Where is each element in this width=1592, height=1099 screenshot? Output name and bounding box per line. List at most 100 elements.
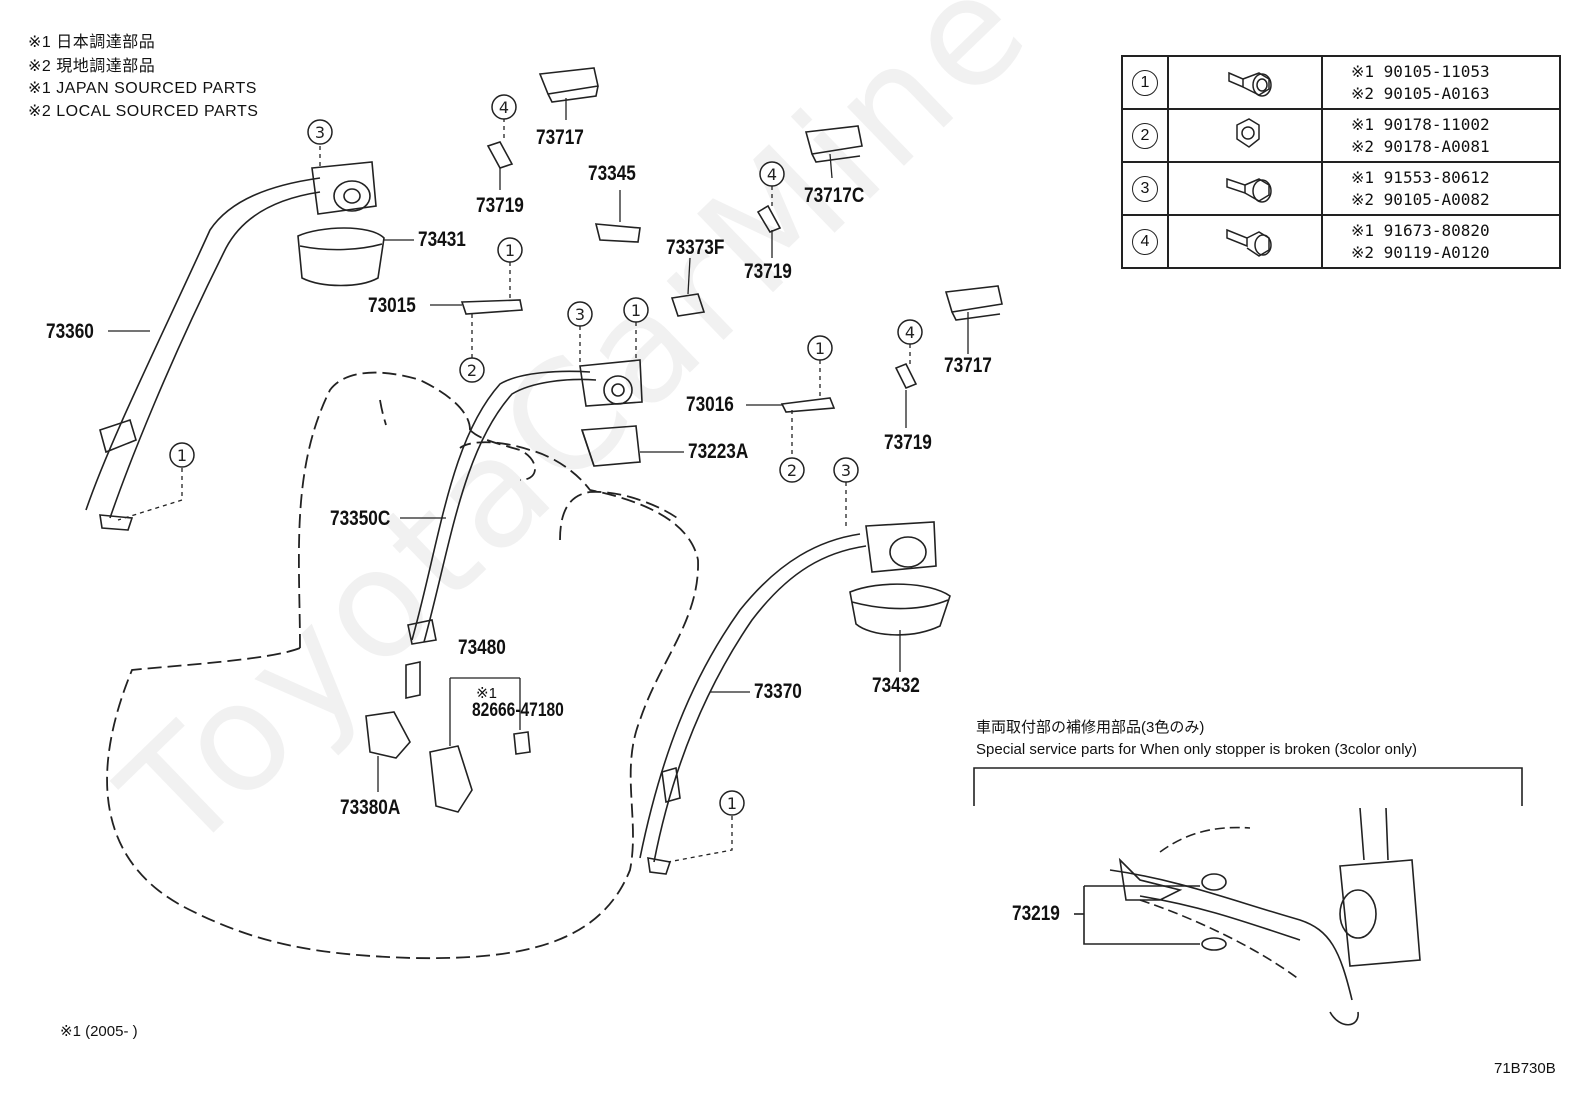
note-japan-en: ※1 JAPAN SOURCED PARTS (28, 80, 257, 97)
nut-icon (1236, 118, 1260, 148)
plate-73016 (780, 397, 836, 413)
part-label-73016: 73016 (686, 393, 734, 416)
callout-circle (897, 319, 923, 345)
part-label-73360: 73360 (46, 320, 94, 343)
seat-outline (106, 371, 699, 960)
part-label-73370: 73370 (754, 680, 802, 703)
part-label-73219: 73219 (1012, 902, 1060, 925)
special-service-heading-en: Special service parts for When only stop… (976, 741, 1418, 758)
part-label-73717: 73717 (944, 354, 992, 377)
callout-number: 2 (787, 461, 797, 480)
part-label-73719: 73719 (744, 260, 792, 283)
legend-row: 4 ※1 91673-80820※2 90119-A0120 (1121, 214, 1561, 269)
callout-number: 3 (841, 461, 851, 480)
callout-circle (497, 237, 523, 263)
callout-number: 4 (767, 165, 777, 184)
legend-code-japan: ※1 91673-80820 (1351, 220, 1490, 240)
buckle-73480 (429, 745, 473, 813)
belt-73370 (639, 533, 867, 875)
bracket-73719-a (486, 141, 514, 169)
callout-circle (807, 335, 833, 361)
part-label-73717c: 73717C (804, 184, 865, 207)
callout-dashes (117, 118, 911, 863)
legend-code-local: ※2 90119-A0120 (1351, 242, 1490, 262)
part-label-73717: 73717 (536, 126, 584, 149)
part-label-73719: 73719 (476, 194, 524, 217)
special-service-heading-jp: 車両取付部の補修用部品(3色のみ) (976, 719, 1205, 736)
legend-code-japan: ※1 90105-11053 (1351, 61, 1490, 81)
belt-73360 (85, 177, 321, 531)
cover-73432 (849, 583, 951, 636)
belt-73350c (405, 370, 597, 699)
callout-circle (623, 297, 649, 323)
leader-lines (108, 98, 969, 792)
callout-circle (759, 161, 785, 187)
legend-row: 2 ※1 90178-11002※2 90178-A0081 (1121, 108, 1561, 163)
part-label-73223a: 73223A (688, 440, 749, 463)
bolt-icon (1226, 228, 1272, 257)
part-label-73431: 73431 (418, 228, 466, 251)
legend-row: 1 ※1 90105-11053※2 90105-A0163 (1121, 55, 1561, 110)
note-japan-jp: ※1 日本調達部品 (28, 34, 156, 51)
legend-code-local: ※2 90178-A0081 (1351, 136, 1490, 156)
bracket-73719-b (756, 204, 782, 233)
callout-number: 4 (499, 98, 509, 117)
cover-73431 (297, 227, 385, 287)
callout-circle (833, 457, 859, 483)
callout-number: 3 (575, 305, 585, 324)
retractor-center (579, 359, 643, 407)
plate-73015 (460, 299, 523, 315)
legend-callout: 4 (1132, 228, 1158, 255)
note-local-jp: ※2 現地調達部品 (28, 58, 156, 75)
callout-circle (567, 301, 593, 327)
part-label-82666-47180: 82666-47180 (472, 700, 564, 721)
callout-number: 1 (631, 301, 641, 320)
legend-code-local: ※2 90105-A0163 (1351, 83, 1490, 103)
part-label-73719: 73719 (884, 431, 932, 454)
callout-number: 3 (315, 123, 325, 142)
legend-callout: 2 (1132, 122, 1158, 149)
part-label-73345: 73345 (588, 162, 636, 185)
legend-code-japan: ※1 90178-11002 (1351, 114, 1490, 134)
callout-circle (719, 790, 745, 816)
callout-number: 1 (727, 794, 737, 813)
callout-number: 1 (177, 446, 187, 465)
part-label-73380a: 73380A (340, 796, 401, 819)
part-label-73350c: 73350C (330, 507, 391, 530)
retractor-right (865, 521, 937, 573)
bracket-73719-c (894, 362, 918, 390)
callout-number: 1 (815, 339, 825, 358)
cover-73717c (804, 125, 863, 163)
bolt-washer-icon (1226, 177, 1272, 203)
legend-code-japan: ※1 91553-80612 (1351, 167, 1490, 187)
callout-number: 1 (505, 241, 515, 260)
part-label-73015: 73015 (368, 294, 416, 317)
cover-73223a (580, 425, 641, 467)
callout-circle (307, 119, 333, 145)
footnote: ※1 (2005- ) (60, 1023, 138, 1040)
legend-callout: 1 (1132, 69, 1158, 96)
fastener-legend-table: 1 ※1 90105-11053※2 90105-A0163 2 ※1 9017… (1121, 55, 1561, 269)
retractor-left (311, 161, 377, 215)
part-note-marker: ※1 (476, 685, 497, 702)
special-service-box (973, 767, 1523, 1026)
callout-circle (169, 442, 195, 468)
callout-circle (491, 94, 517, 120)
part-label-73373f: 73373F (666, 236, 725, 259)
bracket-73345 (594, 223, 641, 243)
callout-number: 4 (905, 323, 915, 342)
note-local-en: ※2 LOCAL SOURCED PARTS (28, 103, 259, 120)
part-label-73432: 73432 (872, 674, 920, 697)
buckle-73380a (365, 711, 411, 759)
legend-callout: 3 (1132, 175, 1158, 202)
legend-row: 3 ※1 91553-80612※2 90105-A0082 (1121, 161, 1561, 216)
bolt-washer-icon (1228, 71, 1272, 97)
callout-circle (459, 357, 485, 383)
callout-number: 2 (467, 361, 477, 380)
part-label-73480: 73480 (458, 636, 506, 659)
connector-82666 (513, 731, 531, 755)
callout-circle (779, 457, 805, 483)
diagram-code: 71B730B (1494, 1060, 1556, 1077)
cover-73717-right (944, 285, 1003, 321)
